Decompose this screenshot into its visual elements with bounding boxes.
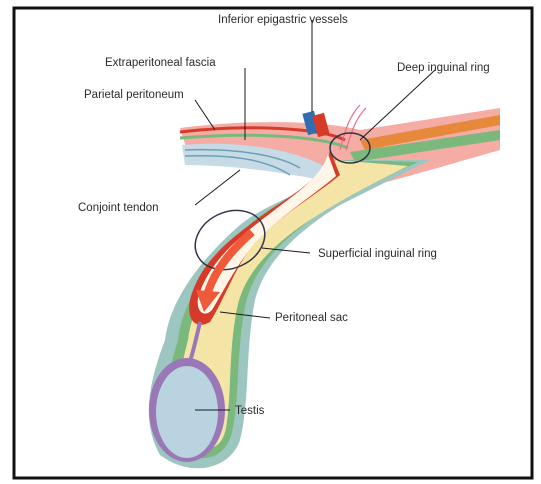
testis [156, 366, 218, 458]
label-inferior-epigastric-vessels: Inferior epigastric vessels [218, 14, 348, 26]
label-conjoint-tendon: Conjoint tendon [78, 202, 159, 214]
label-testis: Testis [235, 405, 265, 417]
label-deep-inguinal-ring: Deep inguinal ring [397, 62, 490, 74]
label-extraperitoneal-fascia: Extraperitoneal fascia [105, 57, 216, 69]
label-peritoneal-sac: Peritoneal sac [275, 312, 348, 324]
label-superficial-inguinal-ring: Superficial inguinal ring [318, 248, 437, 260]
label-parietal-peritoneum: Parietal peritoneum [84, 89, 184, 101]
